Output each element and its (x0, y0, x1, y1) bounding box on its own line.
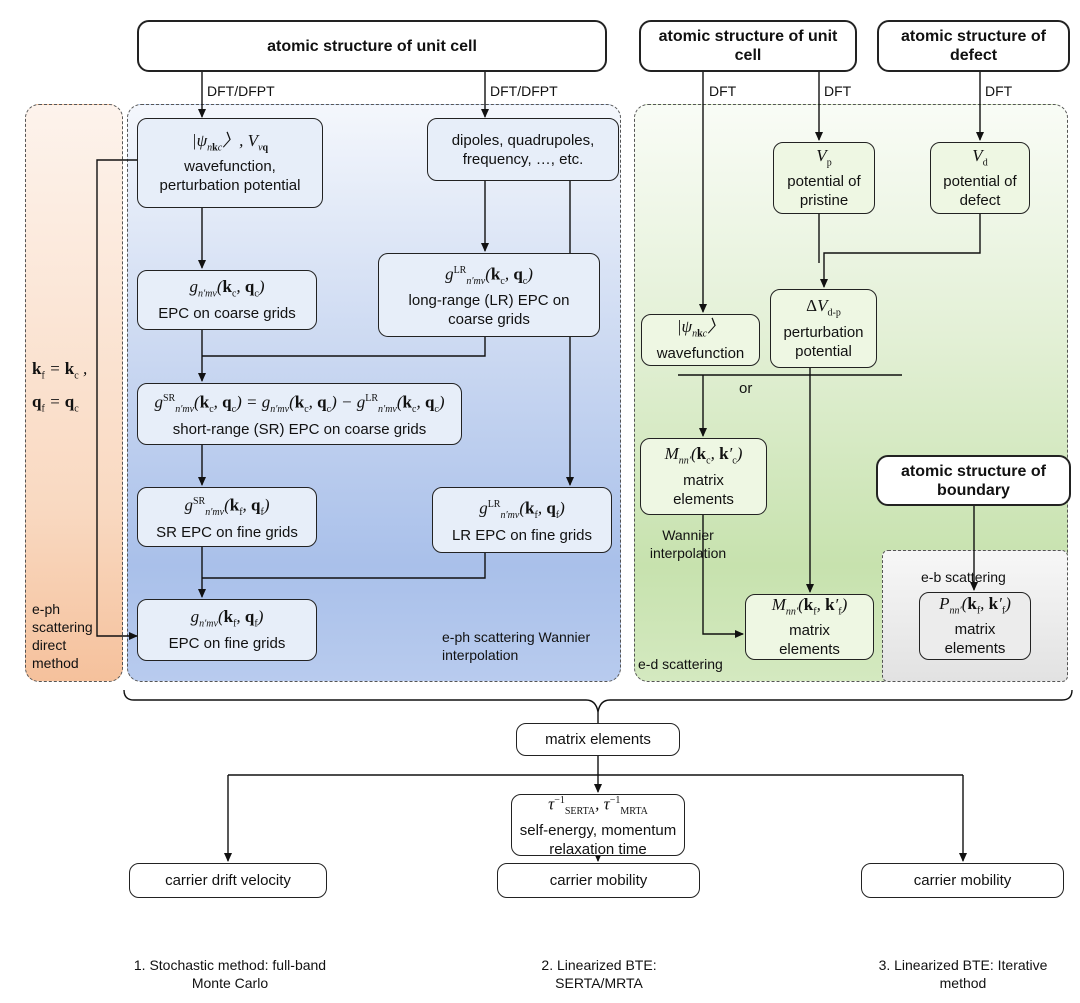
ed-wannier-caption: Wannier interpolation (649, 527, 727, 561)
or-label: or (739, 380, 753, 397)
tau-label: self-energy, momentum relaxation time (519, 822, 677, 859)
psi-v-formula: |ψnkc〉, Vνq (191, 130, 269, 154)
m-coarse-box: Mnn′(kc, k′c) matrix elements (640, 438, 767, 515)
sr-fine-label: SR EPC on fine grids (156, 523, 298, 541)
m-coarse-label: matrix elements (673, 471, 734, 508)
m-fine-box: Mnn′(kf, k′f) matrix elements (745, 594, 874, 660)
m-coarse-formula: Mnn′(kc, k′c) (664, 444, 743, 467)
p-formula: Pnn′(kf, k′f) (939, 593, 1011, 617)
sr-coarse-label: short-range (SR) EPC on coarse grids (172, 420, 427, 438)
g-coarse-formula: gn′mν(kc, qc) (189, 277, 265, 300)
ed-wavefunction-box: |ψnkc〉 wavefunction (641, 314, 760, 366)
mobility-mid-box: carrier mobility (497, 863, 700, 898)
epc-fine-box: gn′mν(kf, qf) EPC on fine grids (137, 599, 317, 661)
direct-method-caption: e-ph scattering direct method (32, 601, 93, 671)
dipoles-box: dipoles, quadrupoles, frequency, …, etc. (427, 118, 619, 181)
unit-cell-right-label: atomic structure of unit cell (658, 28, 838, 64)
lr-fine-box: gLRn′mν(kf, qf) LR EPC on fine grids (432, 487, 612, 553)
g-lr-coarse-formula: gLRn′mν(kc, qc) (445, 264, 533, 288)
edge-label-dft-3: DFT (985, 83, 1013, 99)
edge-label-dft-1: DFT (709, 83, 737, 99)
g-lr-fine-formula: gLRn′mν(kf, qf) (479, 499, 565, 522)
vd-label: potential of defect (943, 173, 1017, 210)
vp-box: Vp potential of pristine (773, 142, 875, 214)
wavefunction-perturbation-box: |ψnkc〉, Vνq wavefunction, perturbation p… (137, 118, 323, 208)
p-box: Pnn′(kf, k′f) matrix elements (919, 592, 1031, 660)
unit-cell-main-label: atomic structure of unit cell (267, 37, 477, 55)
epc-coarse-label: EPC on coarse grids (158, 304, 296, 322)
m-fine-formula: Mnn′(kf, k′f) (771, 594, 848, 618)
direct-method-region (25, 104, 123, 682)
vd-box: Vd potential of defect (930, 142, 1030, 214)
tau-formula: τ−1SERTA, τ−1MRTA (548, 794, 648, 818)
matrix-elements-box: matrix elements (516, 723, 680, 756)
g-fine-formula: gn′mν(kf, qf) (190, 607, 264, 630)
epc-fine-label: EPC on fine grids (168, 634, 286, 652)
delta-v-box: ΔVd-p perturbation potential (770, 289, 877, 368)
edge-label-dft-dfpt-right: DFT/DFPT (490, 83, 558, 99)
ed-wavefunction-label: wavefunction (656, 344, 745, 362)
boundary-label: atomic structure of boundary (901, 462, 1046, 499)
vd-formula: Vd (972, 145, 988, 169)
ed-region-caption: e-d scattering (638, 656, 723, 672)
drift-velocity-box: carrier drift velocity (129, 863, 327, 898)
vp-formula: Vp (816, 145, 832, 169)
matrix-elements-label: matrix elements (545, 731, 651, 748)
g-sr-coarse-formula: gSRn′mν(kc, qc) = gn′mν(kc, qc) − gLRn′m… (154, 393, 445, 416)
method1-caption: 1. Stochastic method: full-band Monte Ca… (133, 957, 327, 991)
tau-box: τ−1SERTA, τ−1MRTA self-energy, momentum … (511, 794, 685, 859)
wannier-region-caption: e-ph scattering Wannier interpolation (442, 629, 591, 663)
lr-coarse-box: gLRn′mν(kc, qc) long-range (LR) EPC on c… (378, 253, 600, 337)
dipoles-label: dipoles, quadrupoles, frequency, …, etc. (451, 131, 595, 168)
unit-cell-main-box: atomic structure of unit cell (137, 20, 607, 72)
method2-caption: 2. Linearized BTE: SERTA/MRTA (541, 957, 657, 991)
method3-caption: 3. Linearized BTE: Iterative method (878, 957, 1048, 991)
defect-box: atomic structure of defect (877, 20, 1070, 72)
epc-coarse-box: gn′mν(kc, qc) EPC on coarse grids (137, 270, 317, 330)
kf-equals-kc: kf = kc , (32, 359, 88, 382)
kf-qf-equations: kf = kc , qf = qc (32, 359, 88, 419)
boundary-box: atomic structure of boundary (876, 455, 1071, 506)
psi-formula: |ψnkc〉 (676, 317, 725, 340)
vp-label: potential of pristine (787, 173, 861, 210)
mobility-right-box: carrier mobility (861, 863, 1064, 898)
mobility-mid-label: carrier mobility (549, 872, 648, 889)
eb-region-caption: e-b scattering (921, 569, 1006, 585)
sr-fine-box: gSRn′mν(kf, qf) SR EPC on fine grids (137, 487, 317, 547)
sr-coarse-box: gSRn′mν(kc, qc) = gn′mν(kc, qc) − gLRn′m… (137, 383, 462, 445)
qf-equals-qc: qf = qc (32, 392, 79, 415)
edge-label-dft-2: DFT (824, 83, 852, 99)
lr-fine-label: LR EPC on fine grids (451, 526, 593, 544)
delta-v-formula: ΔVd-p (806, 296, 841, 319)
p-label: matrix elements (944, 621, 1006, 658)
drift-velocity-label: carrier drift velocity (165, 872, 291, 889)
delta-v-label: perturbation potential (783, 323, 864, 360)
m-fine-label: matrix elements (779, 622, 840, 659)
wavefunction-perturbation-label: wavefunction, perturbation potential (159, 158, 301, 195)
g-sr-fine-formula: gSRn′mν(kf, qf) (184, 496, 270, 519)
edge-label-dft-dfpt-left: DFT/DFPT (207, 83, 275, 99)
defect-label: atomic structure of defect (901, 28, 1046, 64)
unit-cell-right-box: atomic structure of unit cell (639, 20, 857, 72)
lr-coarse-label: long-range (LR) EPC on coarse grids (408, 292, 570, 329)
mobility-right-label: carrier mobility (913, 872, 1012, 889)
